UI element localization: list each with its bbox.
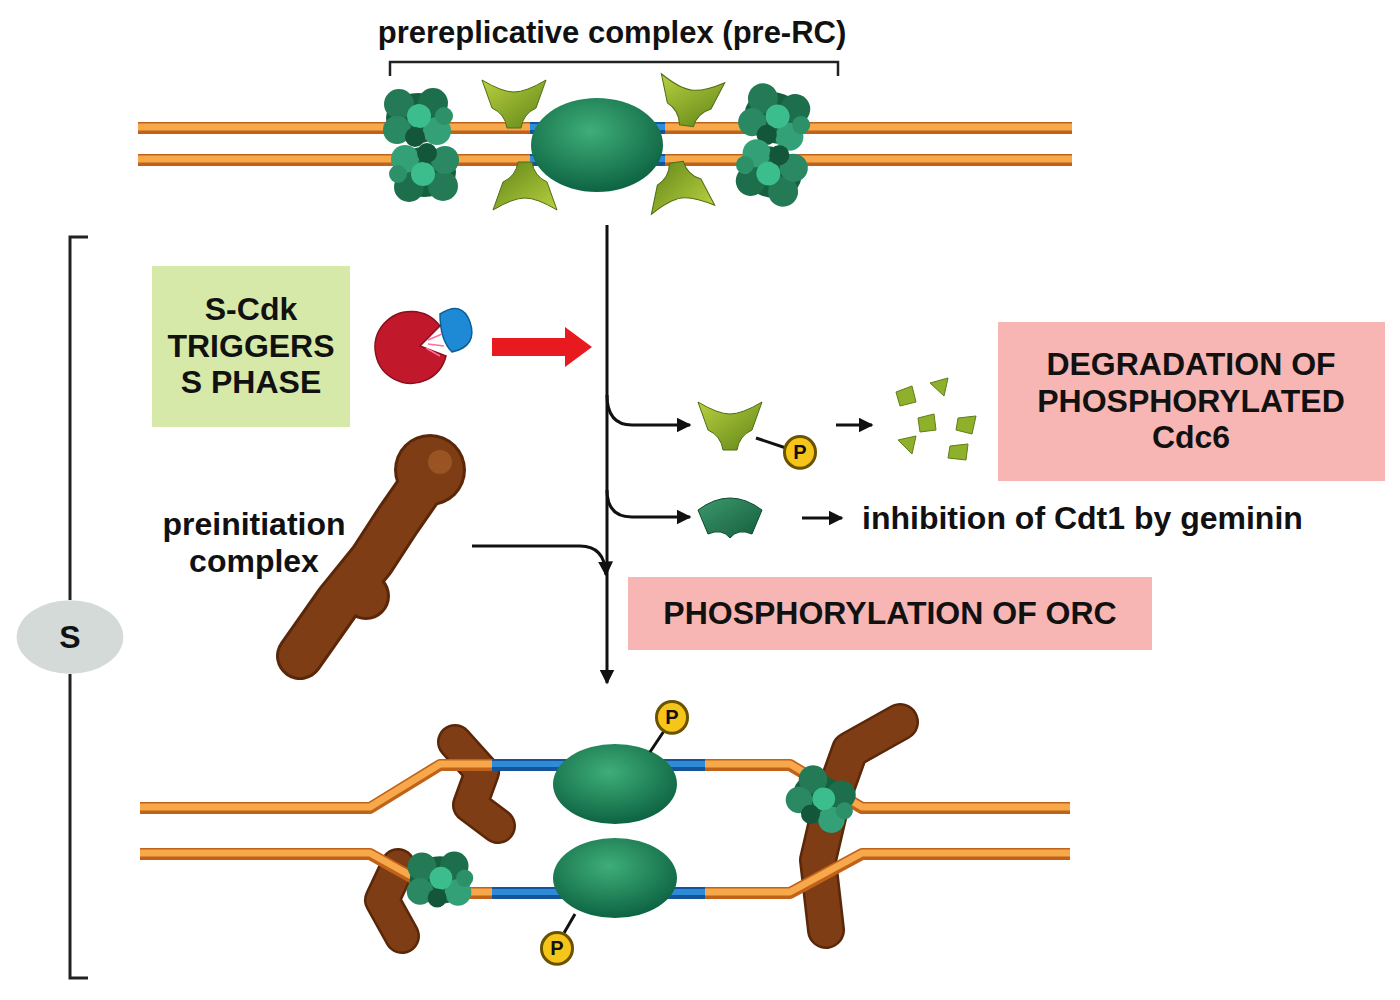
preinitiation-complex — [397, 437, 463, 503]
cdc6-fragments — [898, 436, 916, 454]
node-text: S — [59, 619, 80, 656]
s-cdk-enzyme — [426, 334, 444, 356]
cdc6-fragments — [896, 378, 976, 460]
pathway-arrow — [802, 517, 842, 520]
orc-protein — [553, 744, 677, 824]
phase-ellipse-fill — [17, 600, 124, 674]
node-text: P — [665, 706, 678, 729]
orc-protein — [564, 914, 575, 933]
preinitiation-complex — [300, 474, 430, 656]
trigger-arrow — [492, 327, 592, 367]
pre-rc-complex — [645, 158, 715, 214]
pathway-arrow — [836, 424, 872, 427]
pathway-arrow — [607, 490, 690, 517]
mcm-helicase — [407, 852, 474, 908]
s-cdk-enzyme — [375, 311, 446, 383]
pre-rc-complex — [482, 80, 546, 128]
cdc6-protein — [698, 402, 762, 450]
process-box: DEGRADATION OF PHOSPHORYLATED Cdc6 — [998, 322, 1385, 481]
bracket — [390, 62, 838, 76]
cdc6-fragments — [930, 378, 948, 396]
phosphate-circle: P — [541, 932, 573, 965]
pre-rc-complex — [655, 74, 725, 130]
pre-rc-complex — [493, 162, 557, 210]
s-cdk-enzyme — [375, 309, 472, 384]
pathway-arrow — [472, 546, 606, 575]
node-text: P — [550, 937, 563, 960]
preinitiation-complex — [300, 434, 466, 656]
cdc6-fragments — [918, 414, 936, 432]
phosphate-circle: P — [784, 436, 816, 469]
pathway-arrow — [607, 395, 690, 425]
preinitiation-complex — [382, 722, 900, 936]
mcm-helicase — [407, 759, 865, 908]
s-cdk-enzyme — [440, 309, 472, 352]
annotation-label: inhibition of Cdt1 by geminin — [862, 500, 1303, 537]
orc-protein — [553, 731, 677, 933]
phosphate-circle-fill — [656, 701, 687, 733]
phosphate-circle-fill — [541, 932, 572, 964]
node-text: DEGRADATION OF PHOSPHORYLATED Cdc6 — [1008, 346, 1375, 456]
phase-ellipse: S — [15, 599, 125, 675]
preinitiation-complex — [428, 450, 452, 474]
preinitiation-complex — [345, 575, 387, 617]
cdc6-protein — [756, 438, 786, 448]
preinitiation-complex — [300, 474, 430, 656]
annotation-label: prereplicative complex (pre-RC) — [378, 15, 847, 51]
pre-rc-complex — [727, 133, 813, 212]
phosphate-circle: P — [656, 701, 688, 734]
pre-rc-complex — [383, 88, 453, 147]
cdc6-fragments — [948, 444, 968, 460]
pathway-arrow — [606, 225, 609, 683]
mcm-helicase — [779, 759, 865, 841]
cdc6-fragments — [956, 416, 976, 434]
node-text: P — [793, 441, 806, 464]
pre-rc-complex — [531, 98, 663, 192]
preinitiation-complex — [455, 742, 498, 826]
cdt1-protein — [698, 498, 762, 538]
orc-protein — [650, 731, 664, 752]
phosphate-circle-fill — [784, 436, 815, 468]
pre-rc-complex — [389, 143, 459, 202]
annotation-label: preinitiation complex — [134, 506, 374, 580]
preinitiation-complex — [455, 742, 498, 826]
orc-protein — [553, 838, 677, 918]
cdc6-fragments — [896, 386, 916, 406]
pre-rc-complex — [383, 74, 819, 214]
process-box: PHOSPHORYLATION OF ORC — [628, 577, 1152, 650]
process-box: S-Cdk TRIGGERS S PHASE — [152, 266, 350, 427]
cdt1-protein — [698, 498, 762, 538]
cdc6-protein — [698, 402, 786, 450]
node-text: PHOSPHORYLATION OF ORC — [663, 595, 1116, 632]
node-text: S-Cdk TRIGGERS S PHASE — [162, 291, 340, 401]
